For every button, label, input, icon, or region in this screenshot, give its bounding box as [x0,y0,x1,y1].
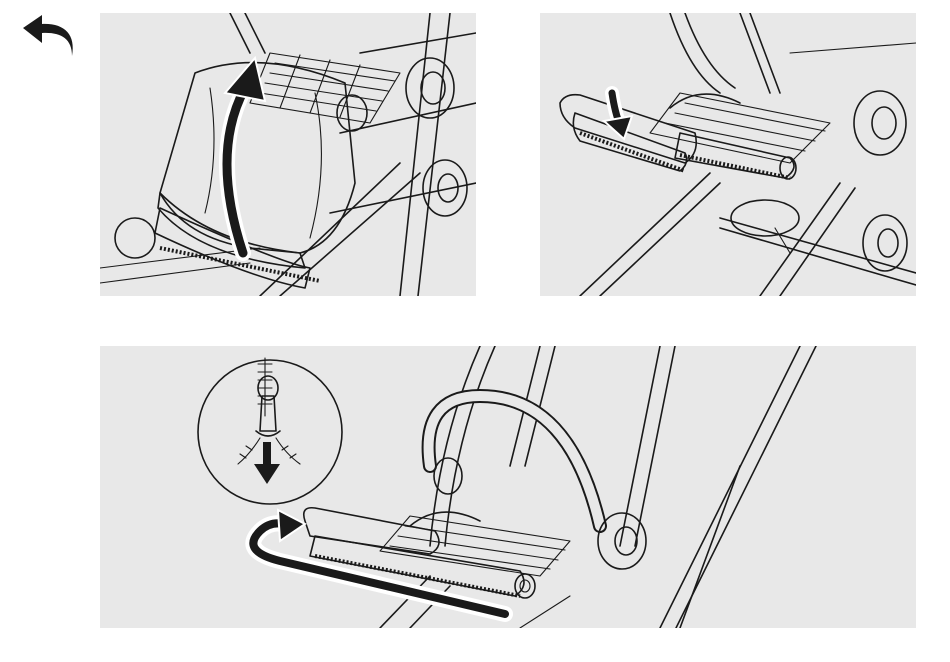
instruction-panel-lift-fabric [100,13,476,296]
instruction-panel-fold-flap [540,13,916,296]
instruction-panel-unzip-slide [100,346,916,628]
back-arrow-icon [20,12,76,58]
